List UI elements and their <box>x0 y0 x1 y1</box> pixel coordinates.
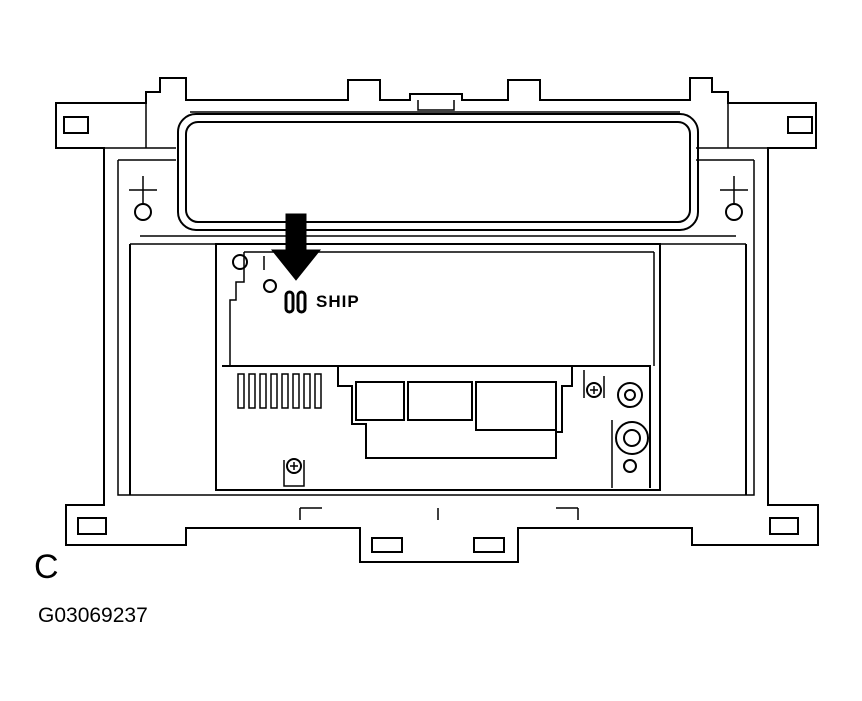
display-window <box>177 100 699 231</box>
bottom-right-tab <box>769 517 799 535</box>
screw-top-right <box>583 370 605 398</box>
connector-block <box>337 366 573 459</box>
ship-label: SHIP <box>316 292 360 311</box>
bottom-left-tab <box>77 517 107 535</box>
ship-mark: SHIP <box>284 290 360 314</box>
view-letter: C <box>34 548 59 586</box>
audio-jacks <box>611 382 649 488</box>
figure-id: G03069237 <box>38 604 148 627</box>
screw-bottom-left <box>283 458 305 487</box>
bezel-outer-frame <box>55 77 819 563</box>
bottom-center-tab <box>299 507 579 553</box>
radio-chassis <box>215 243 661 491</box>
left-top-tab <box>63 116 157 221</box>
down-arrow-icon <box>270 213 322 281</box>
right-top-tab <box>720 116 813 221</box>
vent-slots <box>237 373 322 409</box>
